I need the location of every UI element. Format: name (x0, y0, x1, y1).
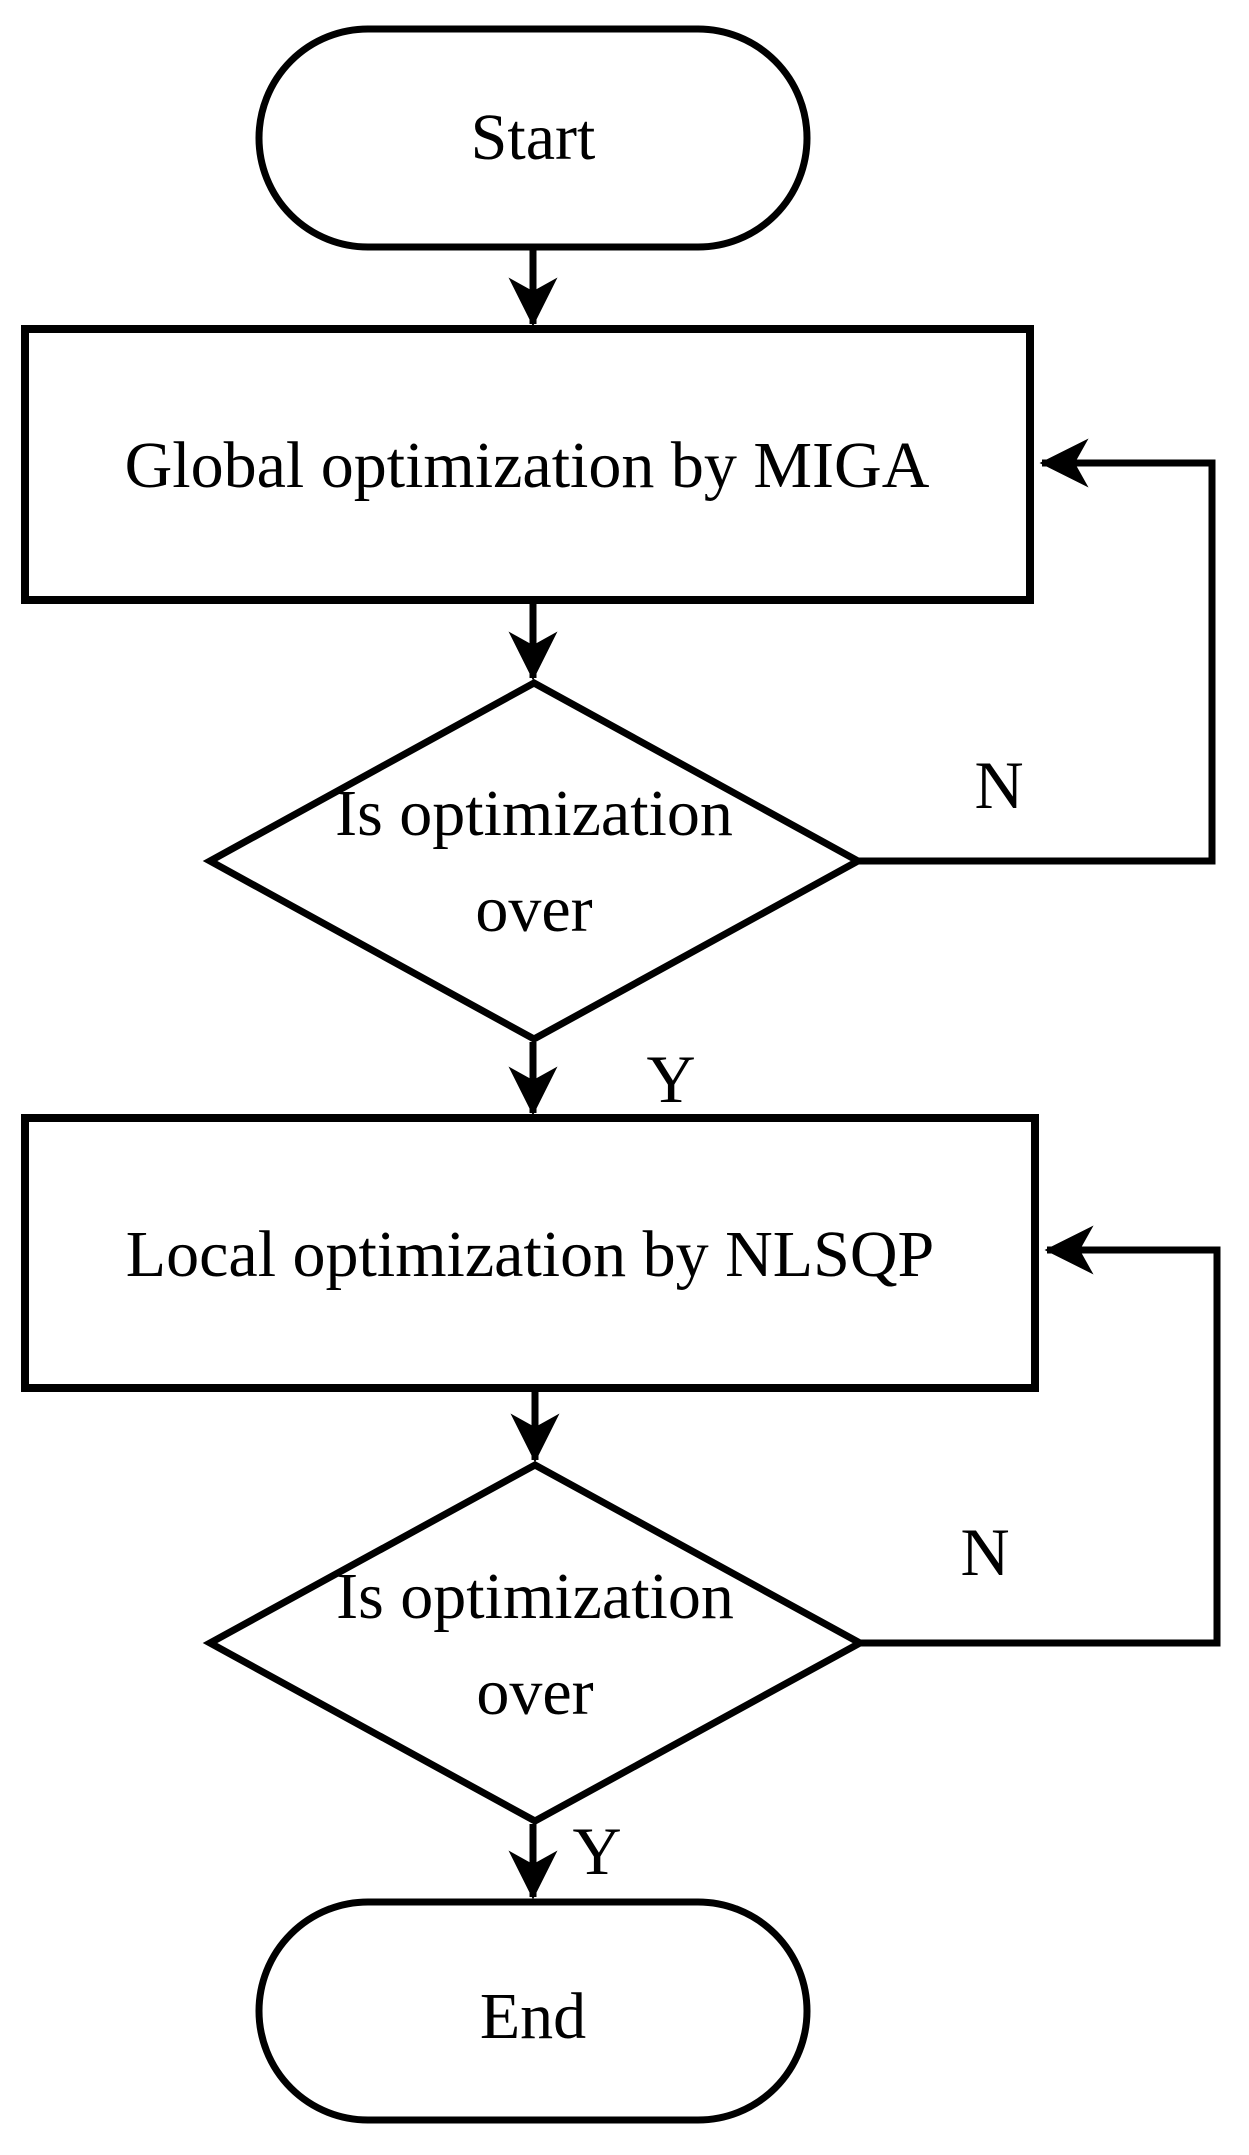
decision-2-node (202, 1461, 868, 1825)
decision-2-label-line-1: Is optimization (336, 1560, 734, 1633)
end-node (255, 1898, 811, 2124)
decision-2-label-line-2: over (476, 1656, 593, 1729)
end-node-label: End (480, 1980, 586, 2053)
edge-decision2-no-loop (860, 1225, 1221, 1647)
start-node-label: Start (471, 101, 596, 174)
decision-1-yes-branch-label: Y (646, 1041, 695, 1117)
decision-1-node (202, 679, 866, 1043)
decision-1-label-line-2: over (475, 873, 592, 946)
start-node (255, 25, 811, 251)
process-local-optimization-label: Local optimization by NLSQP (126, 1218, 934, 1291)
decision-2-yes-branch-label: Y (572, 1813, 621, 1889)
process-local-optimization-node (21, 1114, 1039, 1392)
decision-2-no-branch-label: N (960, 1514, 1009, 1590)
edge-decision1-no-loop (858, 438, 1216, 865)
decision-1-label-line-1: Is optimization (335, 777, 733, 850)
process-global-optimization-node (21, 325, 1034, 604)
process-global-optimization-label: Global optimization by MIGA (125, 429, 930, 502)
decision-1-no-branch-label: N (974, 747, 1023, 823)
